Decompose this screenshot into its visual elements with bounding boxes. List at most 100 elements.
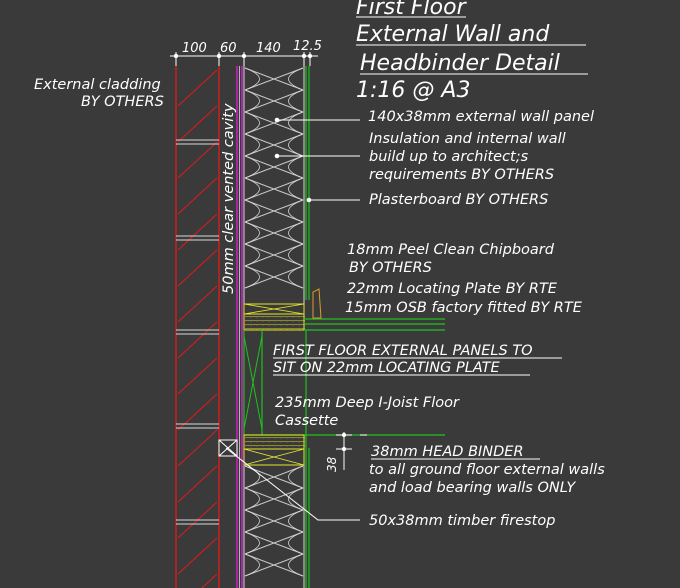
label-panels-note-2: SIT ON 22mm LOCATING PLATE [273, 360, 501, 376]
wood-grain-line [244, 319, 306, 322]
dimension-dot-1 [173, 53, 179, 59]
cladding-hatch-line [177, 393, 218, 431]
upper-insulation-batt [244, 67, 304, 289]
label-insulation-3: requirements BY OTHERS [369, 167, 554, 183]
cladding-hatch-line [177, 213, 218, 251]
label-cladding-1: External cladding [34, 77, 161, 93]
lower-insulation-batt [244, 465, 304, 577]
cavity-membrane [236, 66, 243, 588]
wood-grain-line [244, 444, 306, 447]
dimension-dot-5 [307, 53, 313, 59]
annotations: External cladding BY OTHERS 50mm clear v… [34, 77, 605, 529]
head-binder [243, 448, 305, 588]
label-wall-panel: 140x38mm external wall panel [368, 109, 594, 125]
title-line-2: External Wall and [356, 22, 550, 47]
cassette-rim-cross-2 [243, 335, 263, 430]
insulation-arc [244, 531, 304, 555]
dimension-string: 100 60 140 12.5 [170, 39, 322, 66]
cladding-hatch-line [177, 141, 218, 179]
wood-grain-line [244, 436, 306, 439]
leader-dot-plasterboard [306, 197, 312, 203]
label-cladding-2: BY OTHERS [81, 94, 164, 110]
insulation-arc [244, 89, 304, 113]
cladding-hatch-line [177, 429, 218, 467]
dimension-100: 100 [182, 41, 207, 56]
floor-junction [243, 288, 445, 331]
label-headbinder-2: and load bearing walls ONLY [369, 480, 576, 496]
insulation-arc [244, 265, 304, 289]
cladding-hatch-line [201, 573, 218, 588]
cladding-hatch-line [177, 465, 218, 503]
wood-grain-line [244, 440, 306, 443]
label-chipboard-1: 18mm Peel Clean Chipboard [347, 242, 555, 258]
wood-grain-line [244, 323, 306, 326]
label-locating-plate: 22mm Locating Plate BY RTE [347, 281, 558, 297]
locating-plate [243, 313, 305, 331]
cladding-hatch-line [177, 357, 218, 395]
dimension-60: 60 [220, 41, 237, 56]
title-block: First Floor External Wall and Headbinder… [356, 0, 588, 103]
insulation-arc [244, 243, 304, 267]
title-line-3: Headbinder Detail [360, 51, 560, 76]
plasterboard [305, 66, 310, 588]
firestop-cross-2 [218, 439, 238, 457]
label-joist-1: 235mm Deep I-Joist Floor [275, 395, 460, 411]
insulation-arc [244, 465, 304, 489]
skirting-board [312, 288, 322, 319]
external-cladding [175, 66, 220, 588]
headbinder-dim-text: 38 [325, 456, 339, 472]
cladding-hatch-line [177, 321, 218, 359]
headbinder-grain [244, 436, 306, 447]
cladding-hatch-line [177, 69, 218, 107]
cladding-hatch-line [177, 105, 218, 143]
insulation-arc [244, 509, 304, 533]
leader-dot-insulation [274, 153, 280, 159]
dimension-140: 140 [256, 41, 281, 56]
title-line-1: First Floor [356, 0, 468, 20]
insulation-arc [244, 177, 304, 201]
cladding-hatch-line [177, 177, 218, 215]
insulation-arc [244, 199, 304, 223]
dimension-dot-4 [301, 53, 307, 59]
leader-firestop [225, 447, 360, 521]
insulation-arc [244, 133, 304, 157]
head-binder-cross-2 [243, 448, 305, 466]
leader-dot-wall-panel [274, 117, 280, 123]
cladding-hatch-line [177, 537, 218, 575]
upper-wall-panel [243, 66, 305, 304]
insulation-arc [244, 487, 304, 511]
cladding-hatch [177, 69, 218, 588]
head-binder-timber [243, 448, 305, 466]
cladding-joints [176, 139, 219, 525]
label-panels-note-1: FIRST FLOOR EXTERNAL PANELS TO [273, 343, 533, 359]
label-joist-2: Cassette [275, 413, 338, 429]
label-osb: 15mm OSB factory fitted BY RTE [345, 300, 583, 316]
leader-lines [225, 117, 367, 521]
title-scale: 1:16 @ A3 [356, 78, 470, 103]
insulation-arc [244, 67, 304, 91]
cladding-hatch-line [177, 249, 218, 287]
dimension-dot-3 [241, 53, 247, 59]
insulation-arc [244, 155, 304, 179]
label-headbinder-1: to all ground floor external walls [369, 462, 605, 478]
label-insulation-2: build up to architect;s [369, 149, 529, 165]
label-headbinder-title: 38mm HEAD BINDER [371, 444, 524, 460]
timber-firestop [218, 439, 238, 457]
headbinder-dim-dot-bottom [341, 446, 347, 452]
headbinder-dimension: 38 [325, 432, 352, 472]
label-cavity: 50mm clear vented cavity [221, 103, 237, 294]
label-insulation-1: Insulation and internal wall [369, 131, 566, 147]
wood-grain-line [244, 327, 306, 330]
wood-grain-line [244, 315, 306, 318]
label-plasterboard: Plasterboard BY OTHERS [369, 192, 548, 208]
insulation-arc [244, 221, 304, 245]
dimension-dot-2 [216, 53, 222, 59]
dimension-12-5: 12.5 [293, 39, 322, 54]
cladding-hatch-line [177, 285, 218, 323]
label-firestop: 50x38mm timber firestop [369, 513, 555, 529]
sole-plate-cross-2 [243, 303, 305, 315]
locating-plate-grain [244, 315, 306, 330]
headbinder-dim-dot-top [341, 432, 347, 438]
insulation-arc [244, 553, 304, 577]
